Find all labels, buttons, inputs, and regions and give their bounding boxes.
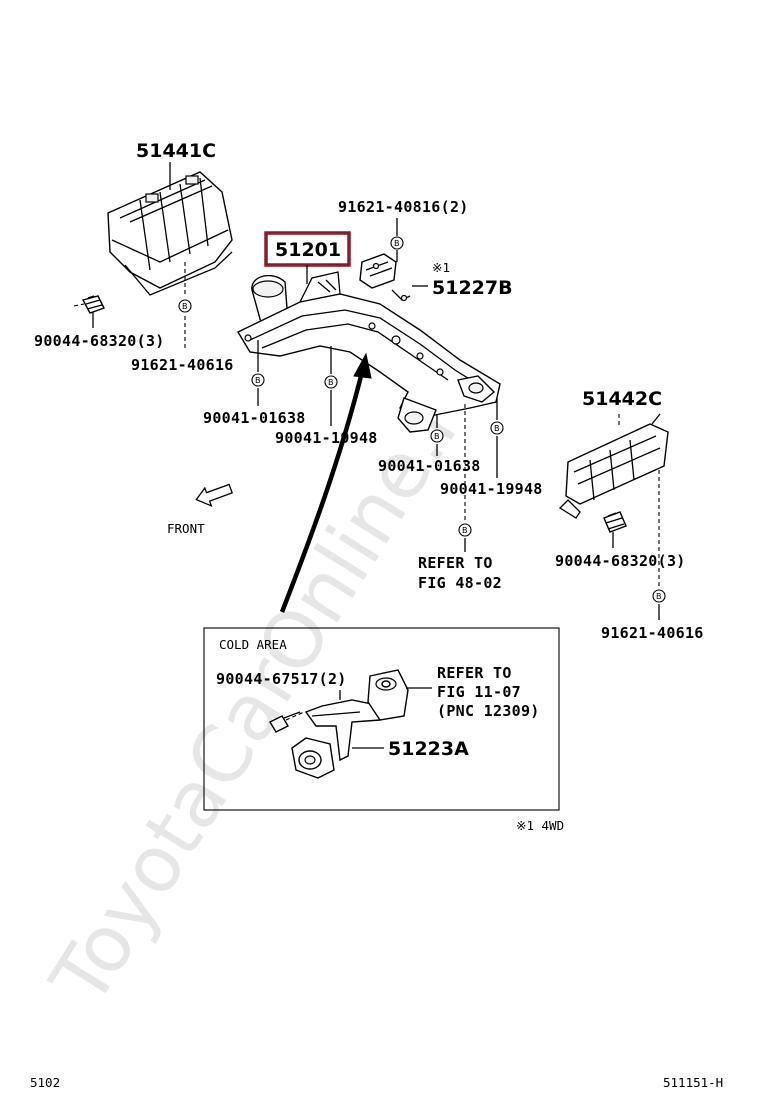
label-90041-19948-left[interactable]: 90041-19948 (275, 429, 378, 447)
mount-bushing-part[interactable] (367, 669, 409, 721)
footer-left-code: 5102 (30, 1075, 60, 1090)
label-90044-67517[interactable]: 90044-67517(2) (216, 670, 347, 688)
label-pnc-12309[interactable]: (PNC 12309) (437, 702, 540, 720)
svg-text:B: B (255, 376, 261, 385)
bolt-marker-4: B (324, 375, 338, 389)
label-90041-01638-right[interactable]: 90041-01638 (378, 457, 481, 475)
crossmember-part[interactable] (237, 271, 501, 433)
svg-text:B: B (182, 302, 188, 311)
svg-text:B: B (394, 239, 400, 248)
label-51227B[interactable]: 51227B (432, 277, 513, 299)
svg-text:B: B (656, 592, 662, 601)
label-front: FRONT (167, 521, 205, 536)
cold-area-arrow (279, 371, 365, 613)
label-fig-11-07[interactable]: FIG 11-07 (437, 683, 521, 701)
under-cover-right-part[interactable] (558, 413, 669, 519)
label-refer-to-48[interactable]: REFER TO (418, 554, 493, 572)
footer-right-code: 511151-H (663, 1075, 723, 1090)
front-arrow-icon (195, 483, 233, 507)
bolt-marker-6: B (490, 421, 504, 435)
bolt-marker-2: B (390, 236, 404, 250)
label-note-mark: ※1 (432, 260, 450, 275)
cold-area-bolt-part[interactable] (269, 711, 301, 733)
label-fig-48-02[interactable]: FIG 48-02 (418, 574, 502, 592)
label-51223A[interactable]: 51223A (388, 738, 469, 760)
svg-text:B: B (494, 424, 500, 433)
screw-right-part[interactable] (603, 511, 627, 533)
bolt-marker-1: B (178, 299, 192, 313)
svg-text:B: B (462, 526, 468, 535)
svg-text:B: B (434, 432, 440, 441)
footnote-4wd: ※1 4WD (516, 818, 564, 833)
label-90041-01638-left[interactable]: 90041-01638 (203, 409, 306, 427)
cold-area-title: COLD AREA (219, 637, 287, 652)
bolt-marker-8: B (652, 589, 666, 603)
label-51441C[interactable]: 51441C (136, 140, 216, 162)
screw-left-part[interactable] (81, 295, 105, 314)
label-91621-40616-right[interactable]: 91621-40616 (601, 624, 704, 642)
bracket-51227B-part[interactable] (359, 253, 411, 302)
bolt-marker-5: B (430, 429, 444, 443)
bolt-marker-3: B (251, 373, 265, 387)
bolt-marker-7: B (458, 523, 472, 537)
label-91621-40616-left[interactable]: 91621-40616 (131, 356, 234, 374)
svg-text:B: B (328, 378, 334, 387)
label-90041-19948-right[interactable]: 90041-19948 (440, 480, 543, 498)
cold-area-box (203, 627, 560, 811)
label-90044-68320-left[interactable]: 90044-68320(3) (34, 332, 165, 350)
under-cover-left-part[interactable] (107, 171, 233, 296)
label-51442C[interactable]: 51442C (582, 388, 662, 410)
label-51201[interactable]: 51201 (275, 239, 341, 261)
label-91621-40816[interactable]: 91621-40816(2) (338, 198, 469, 216)
label-refer-to-11[interactable]: REFER TO (437, 664, 512, 682)
label-90044-68320-right[interactable]: 90044-68320(3) (555, 552, 686, 570)
mount-51223A-part[interactable] (291, 737, 335, 779)
